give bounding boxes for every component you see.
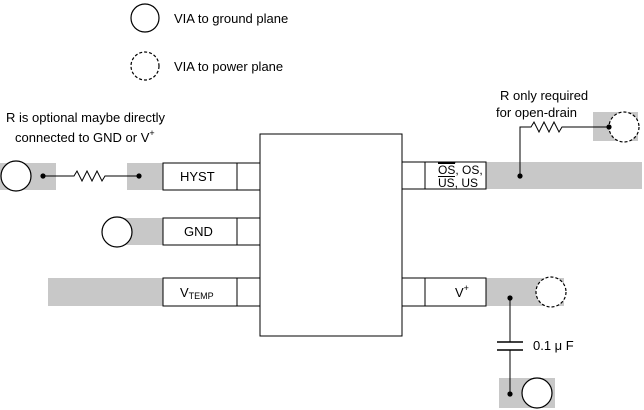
- pin-os-pad: [401, 161, 487, 190]
- ic-package: [162, 133, 487, 337]
- hyst-ground-via: [0, 160, 32, 192]
- legend-power-via-icon: [130, 51, 160, 81]
- pin-vtemp-label: VTEMP: [180, 285, 214, 301]
- pin-gnd-pad: [162, 217, 261, 246]
- pullup-note-line1: R only required: [500, 88, 588, 103]
- pullup-power-via: [608, 111, 640, 143]
- hyst-resistor: [43, 169, 139, 183]
- legend-ground-via-label: VIA to ground plane: [174, 11, 288, 26]
- pin-vplus-label: V+: [455, 283, 469, 300]
- cap-ground-via: [521, 377, 553, 409]
- optional-r-note-line2: connected to GND or V+: [15, 128, 155, 145]
- pin-hyst-label: HYST: [180, 169, 215, 184]
- pullup-resistor: [519, 120, 609, 176]
- ic-body: [259, 133, 403, 337]
- pin-os-label-line2: US, US: [438, 176, 478, 190]
- pin-os-label-line1: OS, OS,: [438, 163, 483, 177]
- pin-gnd-label: GND: [184, 224, 213, 239]
- vtemp-trace: [48, 278, 163, 306]
- legend-power-via-label: VIA to power plane: [174, 59, 283, 74]
- capacitor-value-label: 0.1 μ F: [533, 338, 574, 353]
- os-trace: [486, 162, 642, 189]
- gnd-ground-via: [101, 216, 133, 248]
- optional-r-note-line1: R is optional maybe directly: [6, 110, 165, 125]
- pin-vplus-pad: [401, 277, 487, 307]
- vplus-power-via: [535, 276, 567, 308]
- wiring: [43, 120, 609, 394]
- pin-vtemp-pad: [162, 277, 261, 307]
- legend-ground-via-icon: [130, 3, 160, 33]
- junction-dots: [40, 124, 612, 397]
- capacitor-icon: [497, 341, 523, 351]
- pin-hyst-pad: [162, 162, 261, 191]
- pullup-note-line2: for open-drain: [496, 105, 577, 120]
